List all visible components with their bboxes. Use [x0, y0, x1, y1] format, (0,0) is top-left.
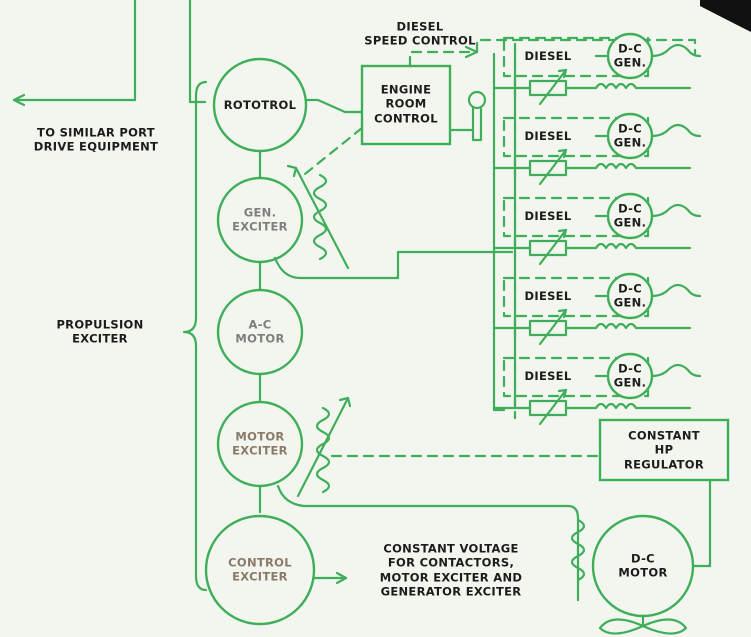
propeller — [598, 618, 688, 635]
generator-output-loop — [650, 283, 702, 298]
constant-hp-regulator-box — [598, 418, 730, 482]
engine-room-control-label: ENGINE ROOM CONTROL — [374, 82, 438, 126]
control-exciter-circle — [204, 514, 316, 626]
dc-generator-label: D-C GEN. — [613, 121, 647, 150]
port-drive-wire — [12, 0, 137, 102]
top-feed-wire — [188, 0, 207, 104]
dc-motor-field-winding — [570, 518, 586, 582]
field-rheostat-arrow — [538, 148, 568, 186]
motor-exciter-label: MOTOR EXCITER — [232, 429, 288, 458]
diesel-label: DIESEL — [524, 368, 572, 383]
diesel-label: DIESEL — [524, 288, 572, 303]
field-rheostat-arrow — [538, 68, 568, 106]
dc-generator-label: D-C GEN. — [613, 201, 647, 230]
generator-output-loop — [650, 43, 702, 58]
generator-output-loop — [650, 363, 702, 378]
generator-field-winding — [564, 162, 692, 170]
motor-exciter-field-winding — [315, 406, 331, 494]
dc-motor-field-feed — [276, 484, 580, 602]
rototrol-switch — [304, 98, 364, 114]
port-drive-arrow — [12, 93, 26, 107]
field-rheostat-tip — [557, 388, 568, 399]
dc-generator-label: D-C GEN. — [613, 41, 647, 70]
generator-output-loop — [650, 123, 702, 138]
constant-voltage-label: CONSTANT VOLTAGE FOR CONTACTORS, MOTOR E… — [379, 541, 523, 599]
gen-field-feed — [273, 250, 514, 280]
motor-exciter-circle — [216, 400, 304, 488]
gen-exciter-control-link — [298, 126, 364, 180]
gen-exciter-label: GEN. EXCITER — [232, 205, 288, 234]
dc-generator-label: D-C GEN. — [613, 361, 647, 390]
constant-hp-regulator-label: CONSTANT HP REGULATOR — [624, 428, 704, 472]
gen-exciter-rheostat — [294, 166, 350, 270]
main-bus-rail — [492, 52, 506, 412]
motor-exciter-rheostat-arrow — [338, 396, 352, 408]
propulsion-brace — [182, 80, 208, 592]
diesel-speed-control-label: DIESEL SPEED CONTROL — [364, 19, 476, 48]
diesel-label: DIESEL — [524, 48, 572, 63]
control-knob — [467, 90, 487, 110]
generator-field-winding — [564, 82, 692, 90]
diesel-label: DIESEL — [524, 208, 572, 223]
generator-output-loop — [650, 203, 702, 218]
field-rheostat-arrow — [538, 308, 568, 346]
dc-motor-armature-lead — [691, 478, 712, 568]
corner-shape — [700, 0, 751, 32]
motor-exciter-rheostat — [296, 396, 350, 498]
generator-field-winding — [564, 242, 692, 250]
field-rheostat-tip — [557, 308, 568, 319]
field-rheostat-tip — [557, 148, 568, 159]
field-rheostat-tip — [557, 228, 568, 239]
speed-control-bus — [475, 38, 697, 57]
generator-field-winding — [564, 402, 692, 410]
gen-exciter-rheostat-arrow — [286, 164, 298, 178]
ac-motor-circle — [216, 288, 304, 376]
dc-generator-label: D-C GEN. — [613, 281, 647, 310]
control-exciter-output-arrow — [335, 571, 348, 585]
diesel-label: DIESEL — [524, 128, 572, 143]
propulsion-exciter-label: PROPULSION EXCITER — [56, 317, 144, 346]
gen-exciter-field-winding — [312, 173, 328, 261]
field-rheostat-arrow — [538, 388, 568, 426]
control-lever — [448, 106, 483, 142]
dc-motor-label: D-C MOTOR — [618, 551, 668, 580]
diesel-generator-group — [492, 32, 702, 426]
rototrol-circle — [212, 57, 308, 153]
gen-exciter-circle — [216, 176, 304, 264]
rototrol-label: ROTOTROL — [223, 97, 297, 112]
field-rheostat-tip — [557, 68, 568, 79]
port-drive-label: TO SIMILAR PORT DRIVE EQUIPMENT — [33, 125, 159, 154]
generator-field-winding — [564, 322, 692, 330]
field-rheostat-arrow — [538, 228, 568, 266]
speed-control-line — [408, 50, 479, 68]
control-exciter-label: CONTROL EXCITER — [228, 555, 292, 584]
engine-room-control-box — [360, 64, 452, 146]
ac-motor-label: A-C MOTOR — [235, 317, 285, 346]
